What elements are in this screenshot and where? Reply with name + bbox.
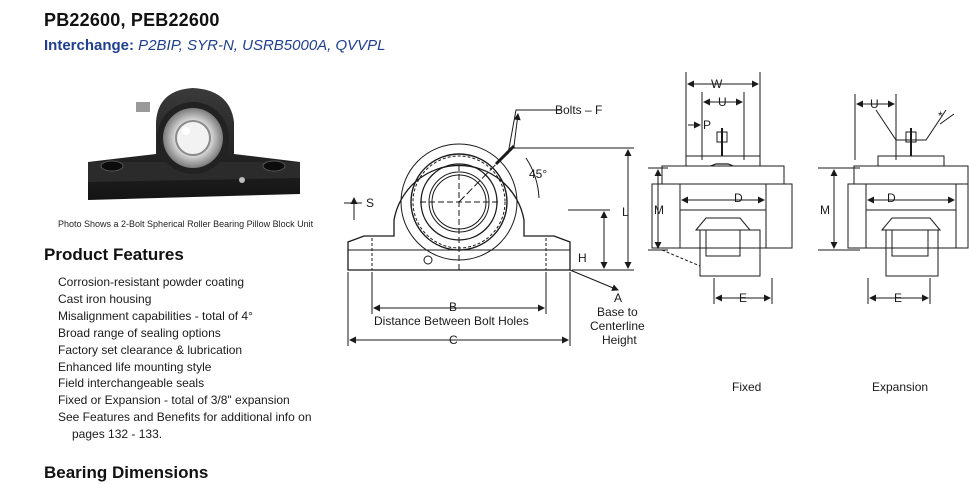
label-E-fixed: E [739, 291, 747, 305]
label-M-expansion: M [820, 203, 830, 217]
expansion-side-view [818, 94, 969, 304]
product-features-list: Corrosion-resistant powder coating Cast … [58, 274, 312, 443]
feature-item: Factory set clearance & lubrication [58, 342, 243, 357]
dimension-drawing: Bolts – F 45° S L H B Distance Between B… [344, 72, 969, 394]
product-features-heading: Product Features [44, 245, 184, 264]
label-W: W [711, 77, 723, 91]
bearing-dimensions-heading: Bearing Dimensions [44, 463, 209, 482]
feature-item: Fixed or Expansion - total of 3/8" expan… [58, 393, 290, 408]
pillow-block-photo [88, 88, 300, 200]
label-D-fixed: D [734, 191, 743, 205]
label-angle: 45° [529, 167, 547, 181]
label-D-expansion: D [887, 191, 896, 205]
label-S: S [366, 196, 374, 210]
label-P: P [703, 118, 711, 132]
feature-item: Misalignment capabilities - total of 4° [58, 308, 253, 323]
feature-item: Broad range of sealing options [58, 325, 221, 340]
label-bolts: Bolts – F [555, 103, 602, 117]
label-M-fixed: M [654, 203, 664, 217]
label-A-desc-1: Base to [597, 305, 638, 319]
feature-item: Field interchangeable seals [58, 376, 205, 391]
feature-item: Corrosion-resistant powder coating [58, 275, 245, 289]
page-title: PB22600, PEB22600 [44, 10, 220, 30]
fixed-side-view [648, 72, 793, 304]
label-expansion: Expansion [872, 380, 928, 394]
label-A: A [614, 291, 622, 305]
label-A-desc-3: Height [602, 333, 637, 347]
feature-item: Enhanced life mounting style [58, 359, 212, 374]
feature-item: Cast iron housing [58, 291, 152, 306]
front-view [344, 109, 634, 346]
label-C: C [449, 333, 458, 347]
feature-item: pages 132 - 133. [72, 427, 163, 442]
label-B: B [449, 300, 457, 314]
label-A-desc-2: Centerline [590, 319, 645, 333]
label-U-expansion: U [870, 97, 879, 111]
label-star: * [938, 109, 943, 123]
feature-item: See Features and Benefits for additional… [58, 410, 312, 425]
photo-caption: Photo Shows a 2-Bolt Spherical Roller Be… [58, 219, 314, 229]
label-B-desc: Distance Between Bolt Holes [374, 314, 529, 328]
label-fixed: Fixed [732, 380, 761, 394]
interchange-line: Interchange: P2BIP, SYR-N, USRB5000A, QV… [44, 37, 386, 54]
label-E-expansion: E [894, 291, 902, 305]
label-U-fixed: U [718, 95, 727, 109]
label-L: L [622, 205, 629, 219]
interchange-label: Interchange: [44, 37, 135, 54]
interchange-value: P2BIP, SYR-N, USRB5000A, QVVPL [134, 37, 386, 54]
label-H: H [578, 251, 587, 265]
drawing-labels: Bolts – F 45° S L H B Distance Between B… [366, 77, 943, 394]
